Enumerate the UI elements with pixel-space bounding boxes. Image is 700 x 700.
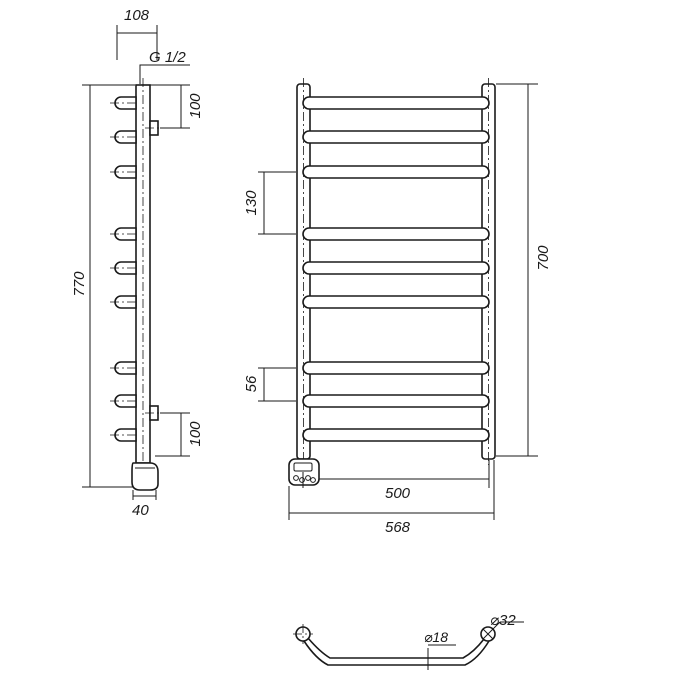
dim-d32-label: ⌀32 — [490, 612, 516, 629]
top-view: ⌀18 ⌀32 — [293, 612, 524, 670]
dim-108-label: 108 — [124, 7, 150, 24]
side-connectors — [145, 120, 162, 421]
dim-130-label: 130 — [243, 190, 260, 216]
side-view: 108 G 1/2 770 — [71, 7, 204, 519]
side-bar-stubs — [110, 96, 137, 442]
dim-40-label: 40 — [132, 502, 149, 519]
dim-130: 130 — [243, 171, 296, 235]
dim-d32: ⌀32 — [490, 612, 524, 630]
dim-700: 700 — [496, 83, 552, 457]
dim-d18: ⌀18 — [424, 629, 456, 670]
dim-56: 56 — [243, 367, 296, 402]
dim-568: 568 — [288, 460, 495, 536]
dim-100-bottom: 100 — [155, 412, 204, 457]
dim-d18-label: ⌀18 — [424, 629, 448, 645]
top-bent-bar-outer — [307, 637, 485, 659]
top-bent-bar-inner — [303, 640, 490, 666]
dim-56-label: 56 — [243, 375, 260, 392]
dim-100-top-label: 100 — [187, 93, 204, 119]
dim-100-bottom-label: 100 — [187, 421, 204, 447]
dim-568-label: 568 — [385, 519, 411, 536]
dim-700-label: 700 — [535, 245, 552, 271]
front-heater — [288, 458, 320, 486]
dim-thread: G 1/2 — [139, 49, 190, 84]
dim-108: 108 — [116, 7, 158, 60]
side-heater: 40 — [131, 462, 159, 519]
dim-500: 500 — [302, 460, 490, 502]
front-bars — [302, 96, 490, 442]
dim-770-label: 770 — [71, 271, 88, 297]
front-view: 130 56 700 50 — [243, 78, 552, 536]
dim-thread-label: G 1/2 — [149, 49, 186, 66]
dim-100-top: 100 — [150, 84, 204, 129]
dim-500-label: 500 — [385, 485, 411, 502]
dim-770: 770 — [71, 84, 135, 488]
